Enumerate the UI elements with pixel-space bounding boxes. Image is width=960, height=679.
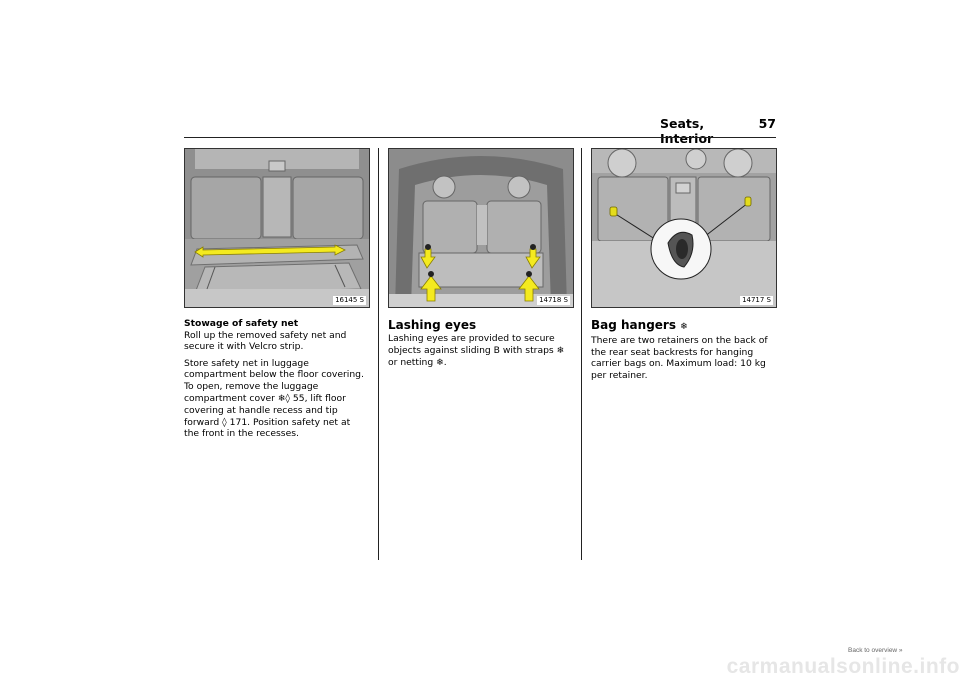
snowflake-icon: ❄ (436, 358, 444, 369)
site-watermark: carmanualsonline.info (726, 655, 960, 678)
page-ref-arrow-icon: ◊ (222, 416, 227, 428)
column-divider-2 (581, 148, 582, 560)
figure-bag-hangers-illustration (592, 149, 776, 307)
figure-number: 14718 S (537, 296, 570, 305)
bag-hangers-heading: Bag hangers ❄ (591, 318, 688, 332)
safety-net-para1: Roll up the removed safety net and secur… (184, 329, 347, 353)
figure-safety-net-illustration (185, 149, 369, 307)
page-ref-arrow-icon: ◊ (285, 392, 290, 404)
figure-lashing-eyes-illustration (389, 149, 573, 307)
safety-net-subheading: Stowage of safety net (184, 318, 299, 329)
page-header: Seats, Interior 57 (660, 116, 776, 146)
snowflake-icon: ❄ (556, 345, 565, 356)
figure-bag-hangers: 14717 S (591, 148, 777, 308)
safety-net-section: Stowage of safety net Roll up the remove… (184, 318, 368, 445)
figure-number: 16145 S (333, 296, 366, 305)
page-number: 57 (758, 116, 776, 131)
figure-safety-net: 16145 S (184, 148, 370, 308)
column-divider-1 (378, 148, 379, 560)
figure-number: 14717 S (740, 296, 773, 305)
back-to-overview-link[interactable]: Back to overview » (848, 647, 903, 654)
figure-lashing-eyes: 14718 S (388, 148, 574, 308)
safety-net-para2: Store safety net in luggage compartment … (184, 357, 364, 440)
lashing-eyes-text: Lashing eyes are provided to secure obje… (388, 333, 565, 369)
header-rule (184, 137, 776, 138)
section-title: Seats, Interior (660, 116, 714, 146)
bag-hangers-text: There are two retainers on the back of t… (591, 335, 768, 381)
lashing-eyes-heading: Lashing eyes (388, 318, 477, 332)
bag-hangers-section: Bag hangers ❄ There are two retainers on… (591, 318, 775, 386)
snowflake-icon: ❄ (277, 393, 286, 404)
lashing-eyes-section: Lashing eyes Lashing eyes are provided t… (388, 318, 572, 375)
snowflake-icon: ❄ (680, 322, 688, 332)
